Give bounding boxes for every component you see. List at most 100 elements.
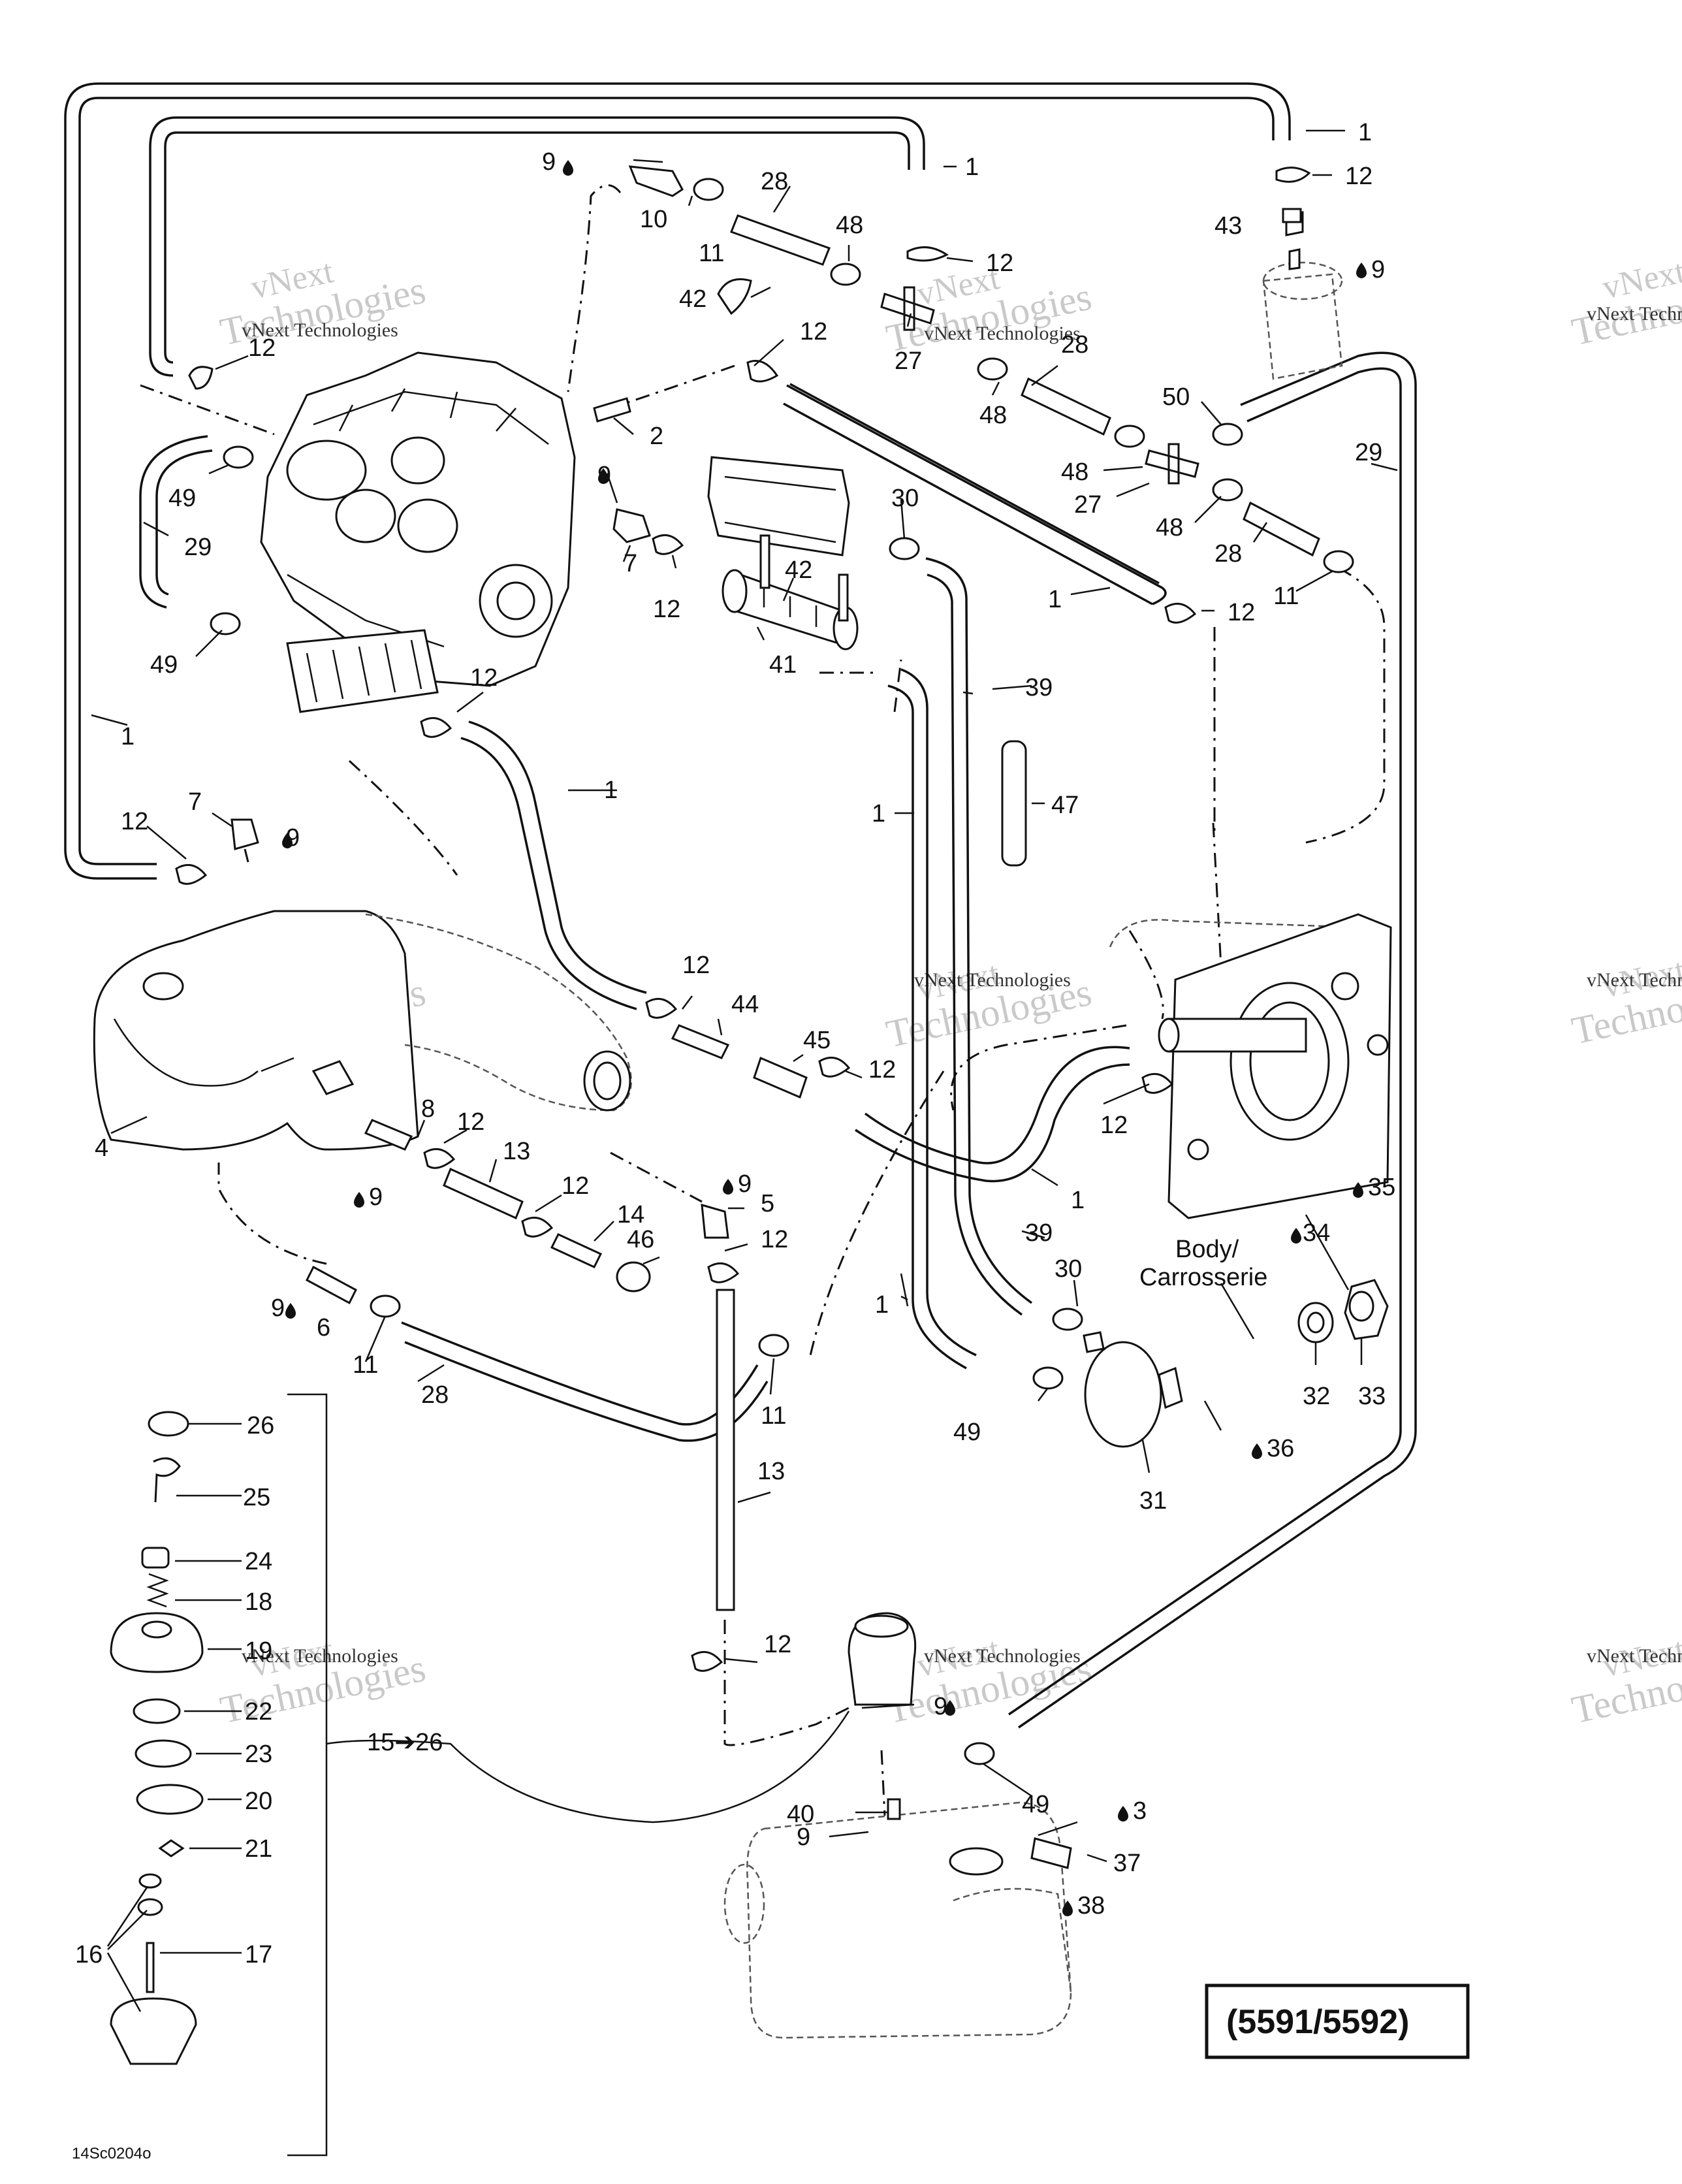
callout-33: 33 — [1358, 1383, 1386, 1410]
watermark: vNext Technologies — [216, 1631, 429, 1731]
fitting-8 — [364, 1119, 413, 1151]
clamp-12 — [645, 997, 678, 1019]
hose-29-right — [1008, 351, 1417, 1729]
callout-7: 7 — [624, 550, 637, 577]
callout-26: 26 — [247, 1412, 274, 1439]
callout-48: 48 — [1156, 514, 1183, 541]
callout-35: 35 — [1368, 1174, 1395, 1201]
callout-12: 12 — [121, 808, 148, 835]
elbow-fitting-5 — [701, 1203, 729, 1239]
callout-12: 12 — [682, 952, 710, 979]
callout-28: 28 — [1214, 540, 1242, 568]
callout-27: 27 — [895, 347, 922, 375]
callout-48: 48 — [1061, 458, 1088, 486]
washer-32 — [1297, 1302, 1334, 1343]
exhaust-pipe — [93, 910, 632, 1151]
hose-1-outer — [64, 82, 1291, 880]
fitting-37 — [1030, 1837, 1072, 1869]
callout-24: 24 — [245, 1548, 272, 1575]
callout-13: 13 — [503, 1138, 530, 1165]
callout-12: 12 — [986, 249, 1013, 277]
callout-31: 31 — [1139, 1487, 1167, 1515]
hose-28-lower — [401, 1321, 769, 1442]
callout-18: 18 — [245, 1588, 272, 1616]
callouts: 1 12 43 9 1 12 9 10 11 28 48 42 27 12 28… — [75, 119, 1395, 1968]
watermark: vNext Technologies — [1568, 253, 1682, 353]
sealant-markers — [282, 160, 1367, 1916]
clamp-12 — [188, 366, 214, 390]
callout-11: 11 — [761, 1402, 786, 1430]
callout-28: 28 — [761, 168, 788, 195]
callout-42: 42 — [679, 285, 706, 313]
callout-41: 41 — [769, 651, 797, 679]
callout-12: 12 — [764, 1631, 791, 1658]
hose-29-left — [139, 435, 208, 609]
leader-lines — [91, 129, 1398, 2012]
clamp-12 — [1141, 1072, 1174, 1094]
clamp-12 — [420, 716, 452, 738]
clamp-12 — [423, 1148, 456, 1169]
body-label-line2: Carrosserie — [1139, 1264, 1267, 1291]
watermark-small: vNext Technologies — [914, 969, 1071, 991]
callout-28: 28 — [1061, 331, 1088, 359]
callout-30: 30 — [891, 485, 919, 512]
callout-29: 29 — [184, 534, 212, 561]
callout-16: 16 — [75, 1941, 103, 1968]
callout-48: 48 — [979, 402, 1007, 429]
callout-22: 22 — [245, 1698, 272, 1726]
pressure-cap-top-right — [1262, 211, 1343, 380]
callout-1: 1 — [965, 153, 979, 181]
callout-39: 39 — [1025, 674, 1053, 701]
cap-24 — [141, 1547, 170, 1569]
callout-1: 1 — [1358, 119, 1372, 146]
callout-11: 11 — [699, 240, 724, 267]
nut-33 — [1344, 1279, 1389, 1340]
neck-16 — [110, 1997, 197, 2065]
worm-clamp-48 — [1114, 425, 1145, 448]
worm-clamp-11 — [693, 178, 724, 201]
clamp-12 — [906, 246, 949, 262]
callout-12: 12 — [1228, 599, 1255, 626]
cap-26 — [148, 1411, 189, 1437]
callout-11: 11 — [353, 1351, 378, 1379]
callout-21: 21 — [245, 1835, 272, 1863]
watermark-small: vNext Technologies — [924, 1645, 1081, 1667]
engine — [260, 351, 576, 713]
callout-12: 12 — [1345, 163, 1373, 190]
callout-11: 11 — [1273, 583, 1299, 610]
worm-clamp-11 — [758, 1334, 789, 1357]
hose-28 — [1243, 501, 1320, 557]
flow-lines — [140, 184, 1386, 1816]
callout-40: 40 — [787, 1801, 814, 1828]
hose-1-top-right — [789, 383, 1160, 585]
callout-38: 38 — [1077, 1892, 1105, 1919]
callout-2: 2 — [650, 423, 663, 450]
callout-28: 28 — [421, 1381, 449, 1409]
watermark: vNext Technologies — [882, 955, 1095, 1055]
callout-12: 12 — [470, 664, 498, 692]
callout-12: 12 — [868, 1056, 896, 1084]
callout-48: 48 — [836, 212, 863, 239]
callout-1: 1 — [1048, 586, 1062, 613]
worm-clamp-49 — [1032, 1366, 1064, 1390]
callout-12: 12 — [248, 334, 276, 362]
callout-39: 39 — [1025, 1219, 1053, 1247]
callout-14: 14 — [617, 1201, 644, 1228]
hoses — [64, 82, 1417, 1729]
callout-34: 34 — [1303, 1219, 1330, 1247]
callout-5: 5 — [761, 1190, 774, 1217]
callout-9: 9 — [271, 1294, 285, 1322]
model-box: (5591/5592) — [1205, 1983, 1470, 2059]
callout-43: 43 — [1214, 212, 1242, 240]
callout-7: 7 — [188, 788, 202, 816]
worm-clamp-30 — [1052, 1308, 1083, 1331]
cap-19 — [110, 1612, 204, 1673]
callout-12: 12 — [800, 318, 827, 345]
callout-8: 8 — [421, 1095, 435, 1123]
callout-1: 1 — [604, 777, 618, 804]
washer-16 — [138, 1873, 162, 1889]
hose-47 — [1001, 740, 1027, 867]
clamp-12 — [691, 1650, 723, 1672]
callout-50: 50 — [1162, 383, 1190, 411]
